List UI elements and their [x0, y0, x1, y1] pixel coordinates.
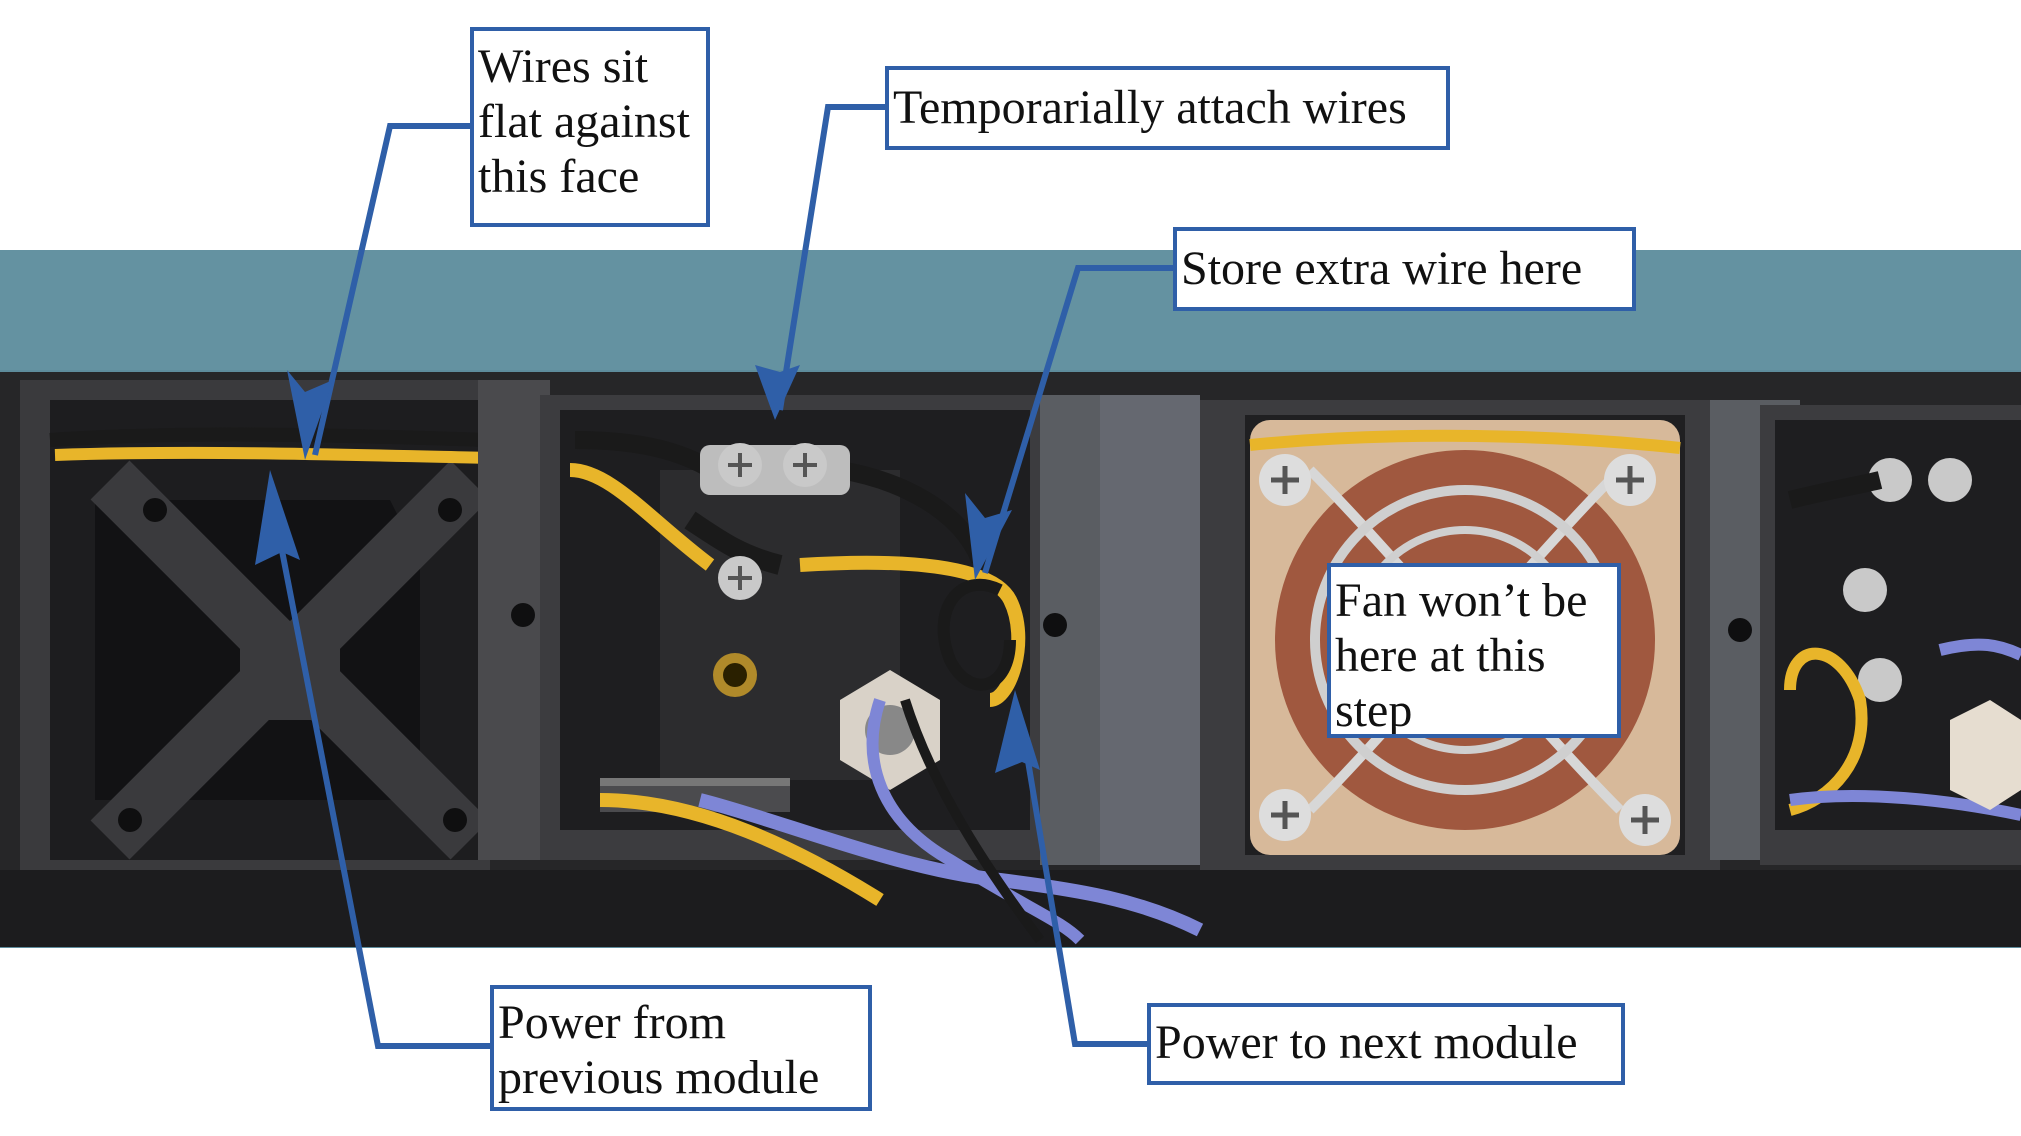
- callout-temporarily-attach: Temporarially attach wires: [885, 66, 1450, 150]
- module-wiring-bay: [540, 395, 1204, 945]
- module-left: [20, 380, 491, 870]
- callout-store-extra-wire: Store extra wire here: [1173, 227, 1636, 311]
- module-right-partial: [1760, 405, 2021, 865]
- arrowheads: [255, 365, 1040, 773]
- callout-wires-flat: Wires sit flat against this face: [470, 27, 710, 227]
- callout-power-from: Power from previous module: [490, 985, 872, 1111]
- callout-power-to: Power to next module: [1147, 1003, 1625, 1085]
- screw-icon: [700, 443, 850, 600]
- callout-arrows: [275, 104, 1173, 1049]
- mount-hole: [511, 603, 535, 627]
- callout-fan-note: Fan won’t be here at this step: [1327, 563, 1621, 738]
